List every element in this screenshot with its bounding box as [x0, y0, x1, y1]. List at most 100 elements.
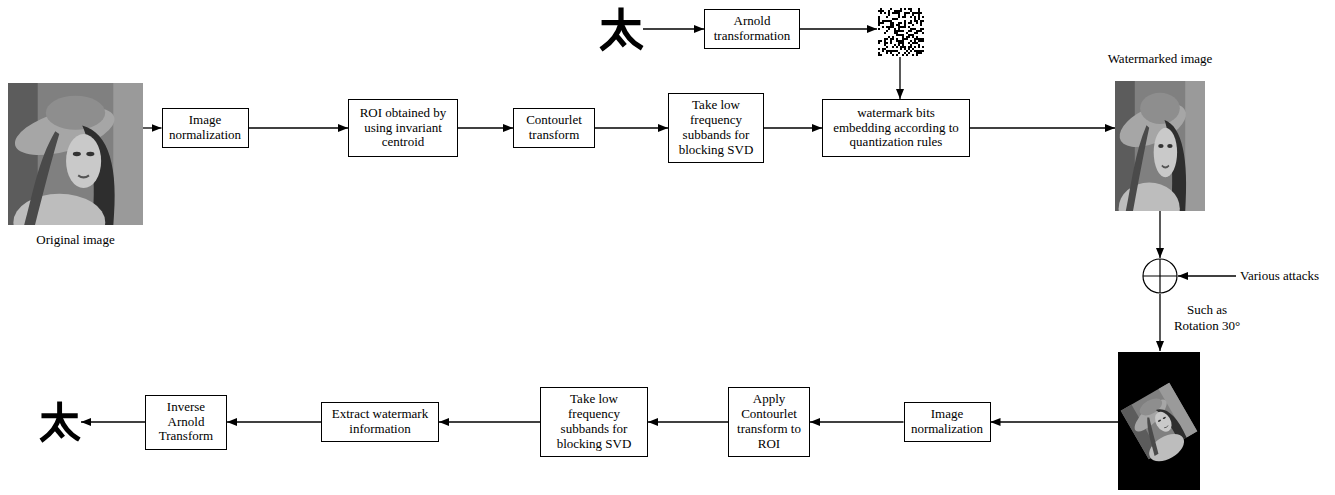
- scramble-dot: [890, 26, 892, 28]
- image-shape: [1162, 165, 1169, 167]
- scramble-dot: [904, 24, 906, 26]
- scramble-dot: [898, 14, 900, 16]
- scramble-dot: [904, 38, 906, 40]
- scramble-dot: [912, 42, 914, 44]
- layout-arrow: [899, 57, 900, 99]
- box-text: Contourlet transform: [519, 113, 589, 143]
- image-shape: [78, 175, 89, 177]
- scramble-dot: [888, 10, 890, 12]
- scramble-dot: [898, 40, 900, 42]
- scramble-dot: [904, 12, 906, 14]
- scramble-dot: [904, 16, 906, 18]
- scramble-dot: [922, 20, 924, 22]
- adder-plus: [1159, 259, 1160, 293]
- image-shape: [1140, 93, 1180, 124]
- scramble-dot: [906, 54, 908, 56]
- scramble-dot: [880, 22, 882, 24]
- scramble-dot: [880, 12, 882, 14]
- image-shape: [73, 152, 81, 156]
- scramble-dot: [896, 24, 898, 26]
- scramble-dot: [878, 42, 880, 44]
- scramble-dot: [886, 20, 888, 22]
- scramble-dot: [920, 40, 922, 42]
- scramble-dot: [890, 40, 892, 42]
- scramble-dot: [904, 8, 906, 10]
- scramble-dot: [892, 46, 894, 48]
- scramble-dot: [888, 26, 890, 28]
- scramble-dot: [900, 8, 902, 10]
- scramble-dot: [886, 52, 888, 54]
- scramble-dot: [910, 30, 912, 32]
- scramble-dot: [910, 16, 912, 18]
- scramble-dot: [900, 22, 902, 24]
- image-shape: [1154, 128, 1177, 177]
- scramble-dot: [902, 26, 904, 28]
- scramble-dot: [882, 10, 884, 12]
- lena-image: [1115, 81, 1205, 211]
- scramble-dot: [878, 54, 880, 56]
- scramble-dot: [910, 46, 912, 48]
- box-text: Arnold transformation: [710, 14, 794, 44]
- scramble-dot: [898, 44, 900, 46]
- scramble-dot: [922, 46, 924, 48]
- scramble-dot: [892, 22, 894, 24]
- scramble-dot: [902, 38, 904, 40]
- scramble-dot: [910, 44, 912, 46]
- scramble-dot: [902, 42, 904, 44]
- scramble-dot: [918, 40, 920, 42]
- scramble-dot: [922, 16, 924, 18]
- scramble-dot: [898, 52, 900, 54]
- scramble-dot: [888, 36, 890, 38]
- scramble-dot: [878, 40, 880, 42]
- scramble-dot: [882, 20, 884, 22]
- scramble-dot: [890, 22, 892, 24]
- scramble-dot: [912, 36, 914, 38]
- watermark-glyph: [603, 10, 640, 48]
- scramble-dot: [902, 16, 904, 18]
- box-text: Image normalization: [168, 113, 243, 143]
- scramble-dot: [918, 52, 920, 54]
- scramble-dot: [922, 40, 924, 42]
- scramble-dot: [884, 42, 886, 44]
- attack-label: Various attacks: [1240, 268, 1332, 284]
- image-shape: [1152, 409, 1175, 435]
- scramble-dot: [878, 48, 880, 50]
- image-shape: [113, 83, 143, 225]
- scramble-dot: [892, 54, 894, 56]
- scramble-dot: [902, 34, 904, 36]
- scramble-dot: [916, 30, 918, 32]
- scramble-dot: [916, 52, 918, 54]
- scramble-dot: [918, 8, 920, 10]
- image-shape: [1162, 416, 1166, 419]
- scramble-dot: [898, 12, 900, 14]
- scramble-dot: [920, 12, 922, 14]
- scramble-dot: [900, 40, 902, 42]
- scramble-dot: [914, 16, 916, 18]
- scramble-dot: [888, 12, 890, 14]
- scramble-dot: [908, 22, 910, 24]
- scramble-dot: [908, 8, 910, 10]
- scramble-dot: [890, 50, 892, 52]
- scramble-dot: [918, 50, 920, 52]
- scramble-dot: [896, 10, 898, 12]
- scramble-dot: [890, 52, 892, 54]
- process-box: watermark bits embedding according to qu…: [822, 99, 970, 157]
- scramble-dot: [908, 42, 910, 44]
- scramble-dot: [894, 28, 896, 30]
- scramble-dot: [908, 30, 910, 32]
- image-shape: [24, 131, 59, 225]
- process-box: Extract watermark information: [321, 402, 439, 442]
- scramble-dot: [910, 20, 912, 22]
- scramble-dot: [896, 54, 898, 56]
- scramble-dot: [910, 8, 912, 10]
- scramble-dot: [884, 20, 886, 22]
- scramble-dot: [918, 44, 920, 46]
- scramble-dot: [908, 34, 910, 36]
- scramble-dot: [908, 26, 910, 28]
- scramble-dot: [920, 28, 922, 30]
- scramble-dot: [912, 28, 914, 30]
- scramble-dot: [902, 36, 904, 38]
- scramble-dot: [880, 54, 882, 56]
- scramble-dot: [888, 50, 890, 52]
- glyph-stroke: [618, 37, 623, 43]
